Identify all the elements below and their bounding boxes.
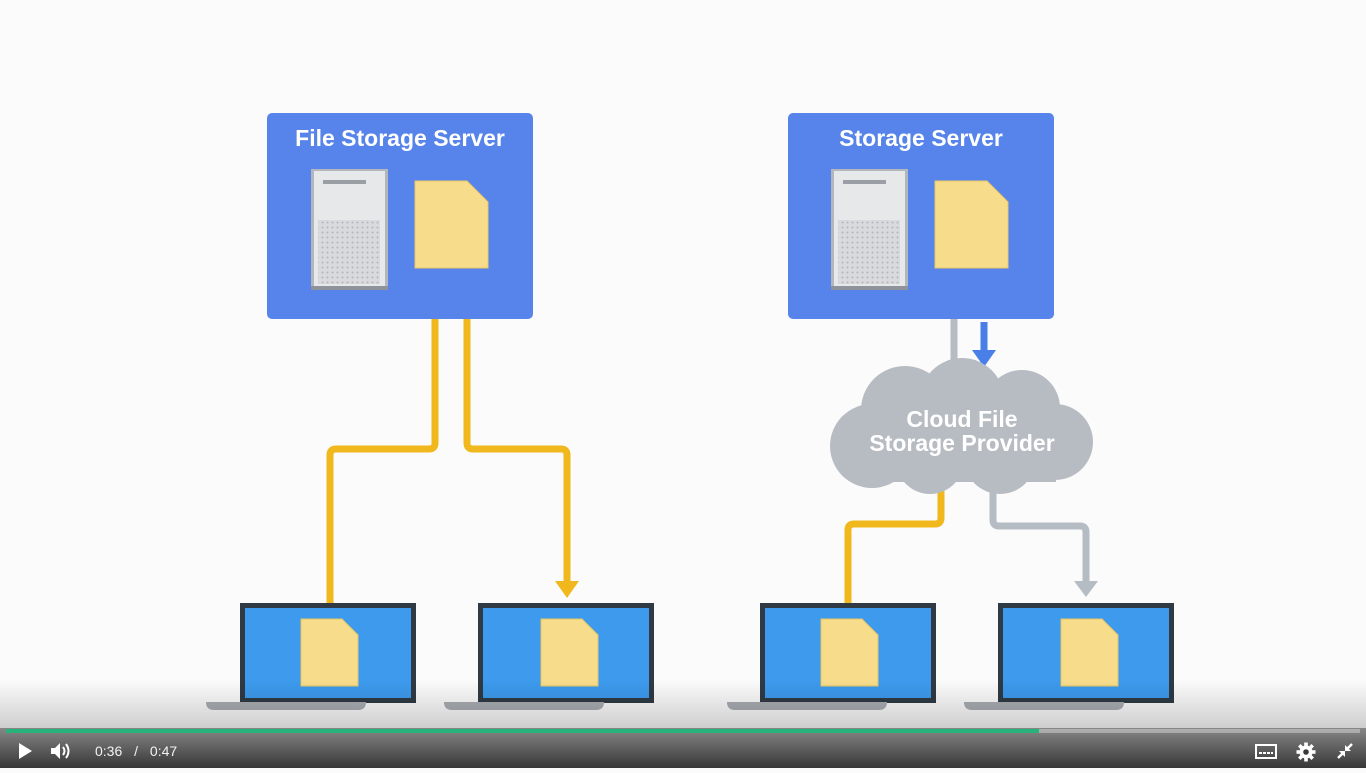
storage-server-panel: Storage Server: [788, 113, 1054, 319]
exit-fullscreen-icon: [1336, 742, 1354, 760]
captions-button[interactable]: [1255, 742, 1277, 760]
right-gray-down-arrowhead: [1074, 581, 1098, 597]
cloud-label-line2: Storage Provider: [869, 430, 1054, 456]
exit-fullscreen-button[interactable]: [1336, 742, 1354, 760]
time-separator: /: [134, 743, 138, 759]
laptop-icon: [444, 603, 654, 710]
time-display: 0:36 / 0:47: [95, 743, 177, 759]
left-down-arrowhead: [555, 581, 579, 598]
server-tower-icon: [831, 169, 908, 290]
left-arrows: [330, 290, 567, 604]
settings-button[interactable]: [1296, 742, 1316, 760]
server-tower-icon: [311, 169, 388, 290]
file-icon: [415, 181, 488, 268]
volume-icon: [50, 742, 72, 760]
progress-played: [6, 729, 1039, 733]
progress-bar[interactable]: [6, 729, 1360, 733]
gear-icon: [1296, 742, 1316, 762]
cloud-label-line1: Cloud File: [906, 406, 1017, 432]
laptop-icon: [964, 603, 1174, 710]
captions-icon: [1255, 742, 1277, 760]
file-storage-server-panel: File Storage Server: [267, 113, 533, 319]
current-time: 0:36: [95, 743, 122, 759]
file-icon: [935, 181, 1008, 268]
laptop-icon: [727, 603, 936, 710]
volume-button[interactable]: [50, 742, 72, 760]
player-controls-bar: [0, 728, 1366, 768]
duration: 0:47: [150, 743, 177, 759]
play-button[interactable]: [16, 742, 34, 760]
play-icon: [16, 742, 34, 760]
panel-title: File Storage Server: [295, 125, 505, 151]
panel-title: Storage Server: [839, 125, 1003, 151]
laptop-icon: [206, 603, 416, 710]
